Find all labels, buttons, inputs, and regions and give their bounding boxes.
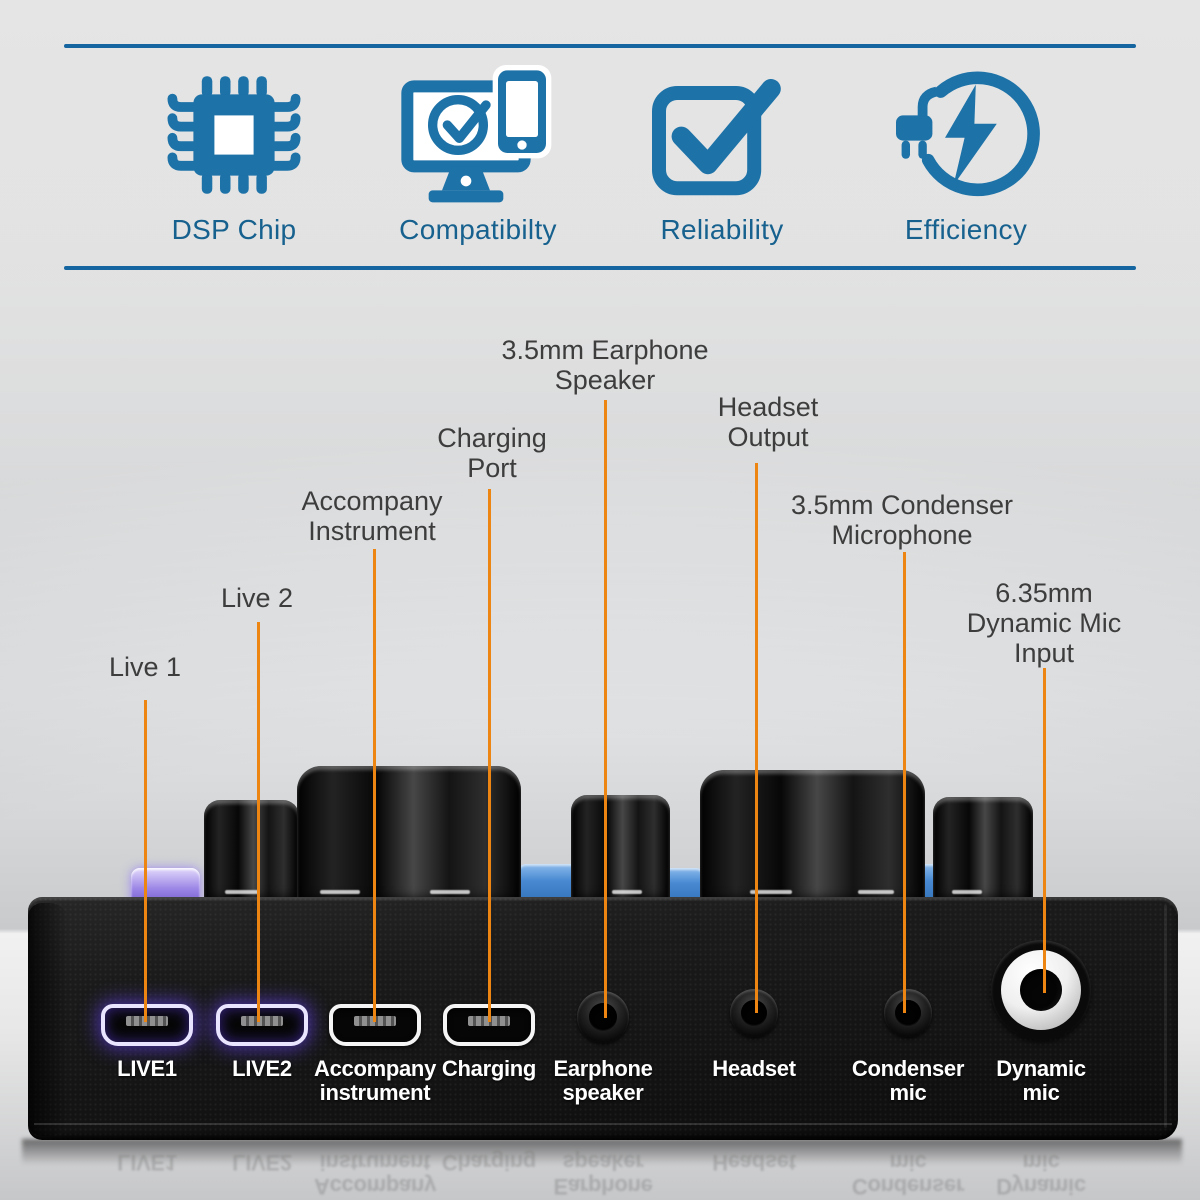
bottom-divider	[64, 266, 1136, 270]
feature-efficiency: Efficiency	[844, 48, 1088, 246]
condenser-mic-jack[interactable]	[884, 989, 932, 1037]
features-row: DSP Chip	[64, 48, 1136, 266]
feature-label: Efficiency	[904, 214, 1028, 245]
usb-tab	[241, 1016, 283, 1026]
panel-bevel	[34, 1123, 1172, 1125]
feature-dsp-chip: DSP Chip	[112, 48, 356, 246]
reflection-live1: LIVE1	[117, 1150, 177, 1175]
features-section: DSP Chip	[64, 44, 1136, 270]
compatibility-icon	[398, 64, 558, 206]
callout-line-live1	[144, 700, 147, 1022]
reflection-live2: LIVE2	[232, 1150, 292, 1175]
large-mixer-knob-right[interactable]	[700, 770, 925, 906]
feature-reliability: Reliability	[600, 48, 844, 246]
callout-live2: Live 2	[220, 583, 294, 613]
callout-line-condenser	[903, 552, 906, 1013]
callout-line-headset	[755, 463, 758, 1013]
efficiency-icon	[889, 64, 1043, 206]
usb-tab	[126, 1016, 168, 1026]
panel-glint	[952, 890, 982, 894]
feature-label: DSP Chip	[171, 214, 297, 245]
top-divider	[64, 44, 1136, 48]
reliability-icon	[645, 64, 799, 206]
panel-glint	[430, 890, 470, 894]
callout-line-dynamic	[1043, 668, 1046, 993]
feature-compatibility: Compatibilty	[356, 48, 600, 246]
headset-jack[interactable]	[730, 989, 778, 1037]
dynamic-mic-jack[interactable]	[991, 940, 1091, 1040]
large-mixer-knob-left[interactable]	[297, 766, 521, 906]
panel-glint	[750, 890, 792, 894]
port-label-charging: Charging	[441, 1056, 537, 1081]
device-shadow	[22, 1139, 1182, 1165]
gain-knob[interactable]	[933, 797, 1033, 905]
reflection-charging: Charging	[441, 1150, 537, 1175]
port-label-live1: LIVE1	[117, 1056, 177, 1081]
tone-knob[interactable]	[571, 795, 670, 905]
callout-line-charging	[488, 489, 491, 1022]
feature-label: Reliability	[660, 214, 784, 245]
callout-live1: Live 1	[108, 652, 182, 682]
live1-port[interactable]	[101, 1004, 193, 1046]
panel-glint	[858, 890, 894, 894]
callout-line-live2	[257, 622, 260, 1022]
panel-glint	[612, 890, 642, 894]
volume-knob[interactable]	[204, 800, 299, 905]
port-label-headset: Headset	[712, 1056, 796, 1081]
panel-glint	[320, 890, 360, 894]
earphone-speaker-jack[interactable]	[577, 991, 629, 1043]
jack-hole	[1020, 969, 1062, 1011]
panel-glint	[225, 890, 259, 894]
callout-line-earphone	[604, 400, 607, 1018]
feature-label: Compatibilty	[399, 214, 557, 245]
live2-port[interactable]	[216, 1004, 308, 1046]
reflection-headset: Headset	[712, 1150, 796, 1175]
dsp-chip-icon	[164, 64, 304, 206]
callout-line-accompany	[373, 549, 376, 1022]
port-label-live2: LIVE2	[232, 1056, 292, 1081]
